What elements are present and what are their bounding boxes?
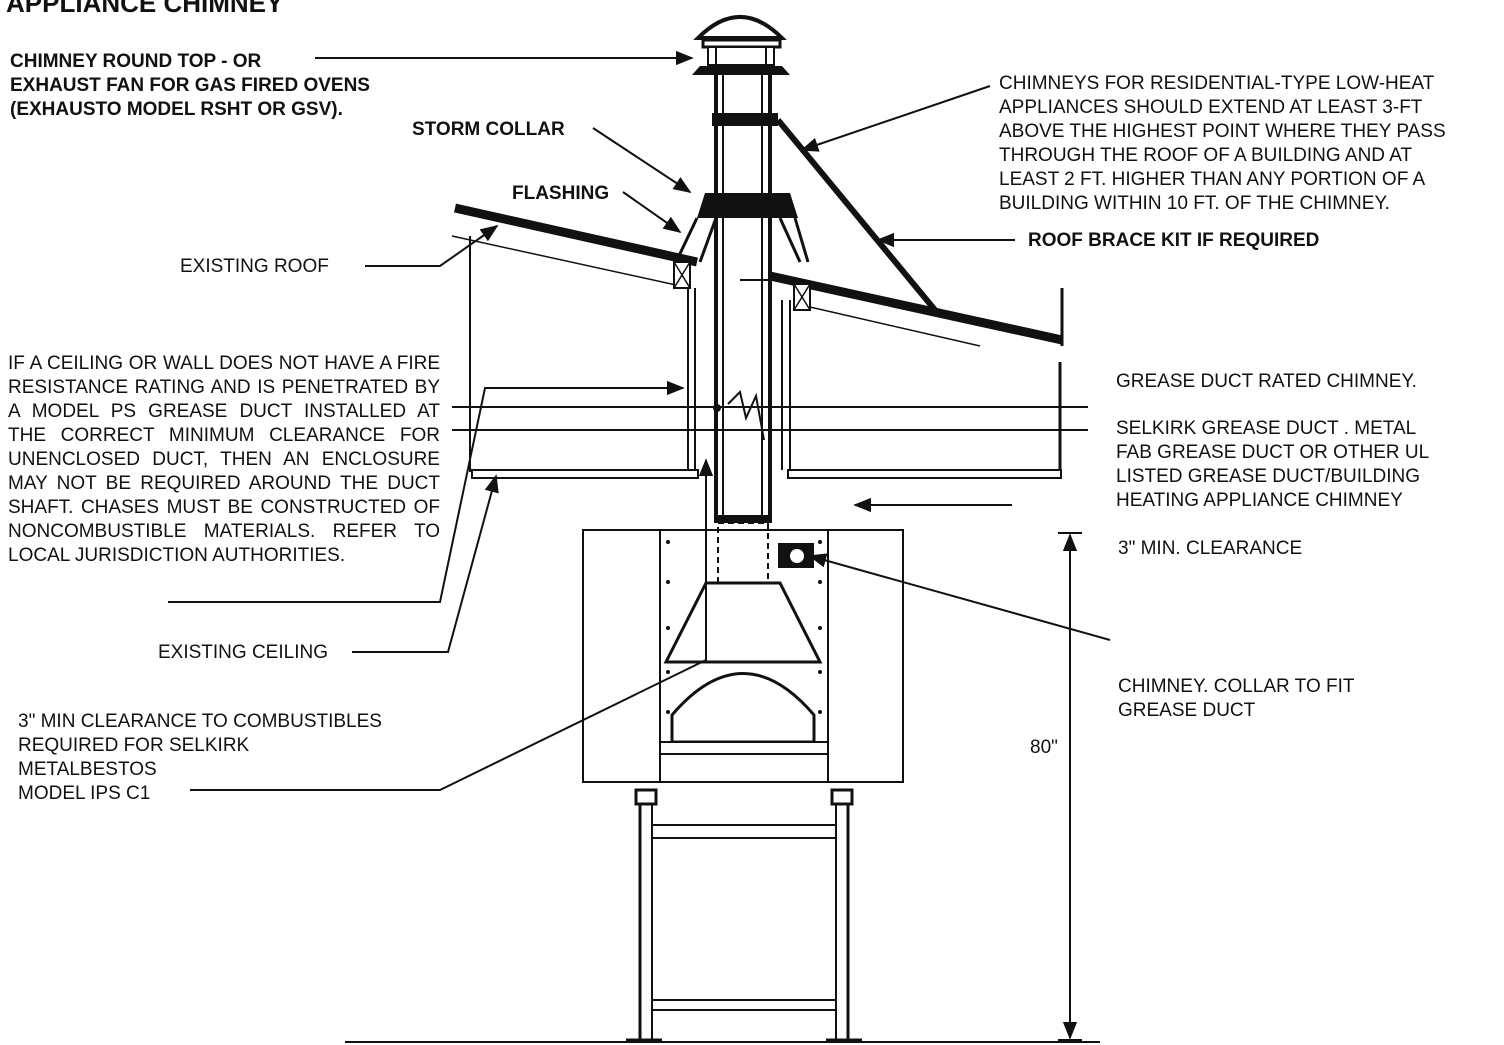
residential-note: CHIMNEYS FOR RESIDENTIAL-TYPE LOW-HEAT A… — [999, 72, 1446, 216]
diagram-title: APPLIANCE CHIMNEY — [6, 0, 284, 18]
existing-roof — [451, 203, 1064, 347]
selkirk-line-4: HEATING APPLIANCE CHIMNEY — [1116, 490, 1403, 511]
clearance-line-2: REQUIRED FOR SELKIRK — [18, 735, 250, 756]
chimney-top-line-2: EXHAUST FAN FOR GAS FIRED OVENS — [10, 75, 370, 96]
height-label: 80" — [1030, 737, 1058, 758]
leader-lines — [168, 50, 1111, 791]
clearance-combustibles-label: 3" MIN CLEARANCE TO COMBUSTIBLES REQUIRE… — [18, 710, 382, 806]
height-dimension — [1058, 532, 1082, 1041]
existing-ceiling-label: EXISTING CEILING — [158, 642, 328, 663]
flashing — [674, 217, 810, 263]
residential-line-1: CHIMNEYS FOR RESIDENTIAL-TYPE LOW-HEAT — [999, 73, 1435, 94]
existing-ceiling — [452, 406, 1088, 479]
grease-rated-label: GREASE DUCT RATED CHIMNEY. — [1116, 371, 1417, 392]
oven-stand — [626, 788, 862, 1042]
storm-collar — [697, 193, 798, 218]
chimney-collar-label: CHIMNEY. COLLAR TO FIT GREASE DUCT — [1118, 675, 1355, 723]
clearance-line-3: METALBESTOS — [18, 759, 157, 780]
residential-line-3: ABOVE THE HIGHEST POINT WHERE THEY PASS — [999, 121, 1446, 142]
collar-line-1: CHIMNEY. COLLAR TO FIT — [1118, 676, 1355, 697]
chimney-top-line-3: (EXHAUSTO MODEL RSHT OR GSV). — [10, 99, 343, 120]
chimney-cap — [692, 15, 790, 75]
min-clearance-label: 3" MIN. CLEARANCE — [1118, 538, 1303, 559]
residential-line-5: LEAST 2 FT. HIGHER THAN ANY PORTION OF A — [999, 169, 1426, 190]
chase-walls — [469, 236, 1062, 478]
residential-line-6: BUILDING WITHIN 10 FT. OF THE CHIMNEY. — [999, 193, 1390, 214]
existing-roof-label: EXISTING ROOF — [180, 256, 329, 277]
selkirk-line-2: FAB GREASE DUCT OR OTHER UL — [1116, 442, 1430, 463]
ceiling-wall-note: IF A CEILING OR WALL DOES NOT HAVE A FIR… — [8, 353, 440, 566]
residential-line-2: APPLIANCES SHOULD EXTEND AT LEAST 3-FT — [999, 97, 1423, 118]
selkirk-line-1: SELKIRK GREASE DUCT . METAL — [1116, 418, 1417, 439]
clearance-line-4: MODEL IPS C1 — [18, 783, 151, 804]
residential-line-4: THROUGH THE ROOF OF A BUILDING AND AT — [999, 145, 1413, 166]
selkirk-line-3: LISTED GREASE DUCT/BUILDING — [1116, 466, 1421, 487]
storm-collar-label: STORM COLLAR — [412, 119, 565, 140]
chimney-pipe — [712, 75, 778, 523]
roof-brace — [775, 118, 938, 312]
rivets — [666, 540, 822, 714]
roof-brace-label: ROOF BRACE KIT IF REQUIRED — [1028, 230, 1320, 251]
oven-enclosure — [582, 522, 904, 783]
selkirk-duct-label: SELKIRK GREASE DUCT . METAL FAB GREASE D… — [1116, 417, 1429, 513]
clearance-line-1: 3" MIN CLEARANCE TO COMBUSTIBLES — [18, 711, 382, 732]
chimney-top-line-1: CHIMNEY ROUND TOP - OR — [10, 51, 262, 72]
flashing-label: FLASHING — [512, 183, 610, 204]
chimney-top-label: CHIMNEY ROUND TOP - OR EXHAUST FAN FOR G… — [10, 50, 370, 122]
collar-line-2: GREASE DUCT — [1118, 700, 1256, 721]
